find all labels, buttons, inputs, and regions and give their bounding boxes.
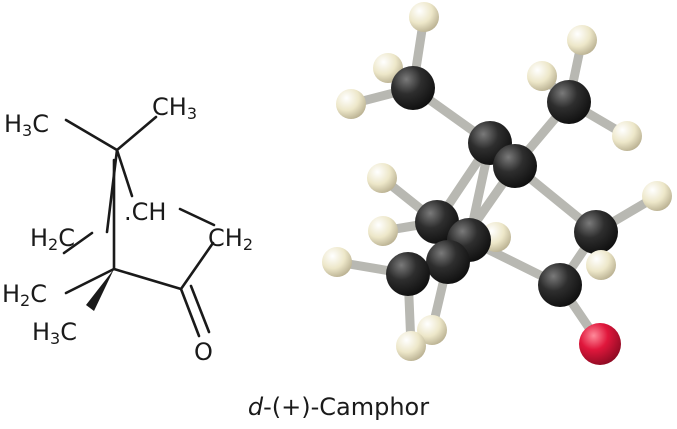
hydrogen-atom-h12 [586, 250, 616, 280]
hydrogen-atom-h2 [567, 25, 597, 55]
label-ch2-right: CH2 [208, 224, 253, 254]
label-h3c-top: H3C [4, 110, 49, 140]
carbon-atom-c8 [426, 240, 470, 284]
skeletal-formula [62, 115, 216, 338]
hydrogen-atom-h11 [322, 247, 352, 277]
carbon-atom-c10 [538, 263, 582, 307]
hydrogen-atom-h8 [642, 181, 672, 211]
bond-top-to-bottom-right [115, 148, 134, 198]
hydrogen-atom-h14 [396, 331, 426, 361]
label-h3c-bottom: H3C [32, 318, 77, 348]
bond-h2c-upper [62, 231, 94, 255]
hydrogen-atom-h9 [368, 216, 398, 246]
hydrogen-atom-h13 [417, 315, 447, 345]
bond-top-to-bottom-left [105, 148, 119, 234]
bond-quaternary-carbonyl [112, 267, 183, 291]
label-oxygen: O [194, 338, 213, 366]
hydrogen-atom-h4 [527, 61, 557, 91]
carbon-atom-c4 [493, 144, 537, 188]
carbon-atom-c2 [547, 80, 591, 124]
figure-caption: d-(+)-Camphor [0, 393, 677, 421]
hydrogen-atom-h5 [336, 89, 366, 119]
label-h2c-lower: H2C [2, 280, 47, 310]
caption-prefix: d [247, 393, 264, 421]
oxygen-atom-o1 [579, 323, 621, 365]
bond-ch2-carbonyl [179, 241, 215, 291]
bond-ch-ch2 [178, 207, 216, 227]
bond-h2c-lower [64, 267, 116, 295]
model-atoms [322, 2, 672, 365]
label-ch3-top: CH3 [152, 93, 197, 123]
bond-ch3-top [115, 115, 158, 152]
carbon-atom-c1 [391, 66, 435, 110]
carbon-atom-c6 [574, 210, 618, 254]
hydrogen-atom-h7 [367, 163, 397, 193]
label-ch-bridge: .CH [124, 198, 167, 226]
bond-co-1 [179, 287, 201, 338]
carbon-atom-c5 [415, 200, 459, 244]
bond-co-2 [189, 284, 211, 334]
hydrogen-atom-h6 [612, 121, 642, 151]
bond-h3c-top [64, 118, 119, 152]
label-h2c-upper: H2C [30, 224, 75, 254]
wedge-bond-methyl [86, 269, 114, 311]
carbon-atom-c9 [386, 252, 430, 296]
caption-rest: -(+)-Camphor [263, 393, 430, 421]
hydrogen-atom-h1 [409, 2, 439, 32]
